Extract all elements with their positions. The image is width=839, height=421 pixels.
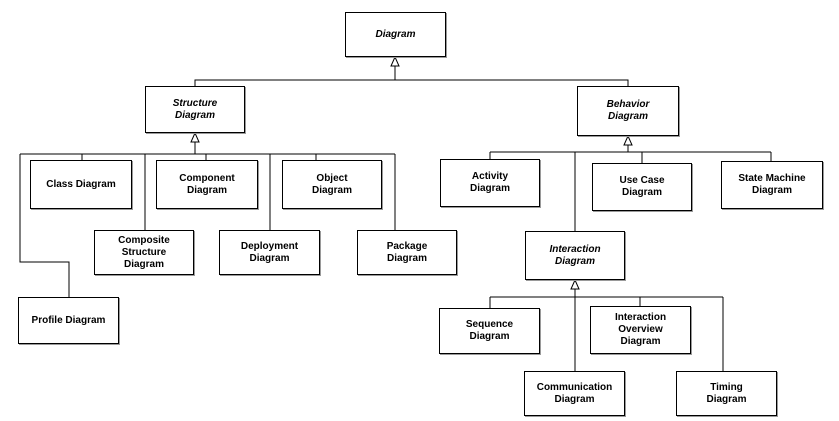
node-activity-diagram: Activity Diagram (440, 159, 540, 207)
node-interaction-diagram: Interaction Diagram (525, 231, 625, 280)
generalization-arrowhead (190, 131, 200, 143)
node-behavior-diagram: Behavior Diagram (577, 86, 679, 136)
node-use-case-diagram: Use Case Diagram (592, 163, 692, 211)
node-object-diagram: Object Diagram (282, 160, 382, 209)
node-class-diagram: Class Diagram (30, 160, 132, 209)
generalization-arrowhead (623, 134, 633, 146)
connector-structure (19, 142, 396, 297)
node-profile-diagram: Profile Diagram (18, 297, 119, 344)
connector-interaction (489, 289, 724, 371)
connector-root (194, 66, 629, 86)
node-state-machine-diagram: State Machine Diagram (721, 161, 823, 209)
node-sequence-diagram: Sequence Diagram (439, 308, 540, 354)
node-component-diagram: Component Diagram (156, 160, 258, 209)
connector-behavior (489, 145, 772, 231)
node-package-diagram: Package Diagram (357, 230, 457, 275)
node-diagram: Diagram (345, 12, 446, 57)
node-structure-diagram: Structure Diagram (145, 86, 245, 133)
node-communication-diagram: Communication Diagram (524, 371, 625, 416)
generalization-arrowhead (570, 278, 580, 290)
node-composite-structure-diagram: Composite Structure Diagram (94, 230, 194, 275)
node-deployment-diagram: Deployment Diagram (219, 230, 320, 275)
node-interaction-overview-diagram: Interaction Overview Diagram (590, 306, 691, 354)
generalization-arrowhead (390, 55, 400, 67)
node-timing-diagram: Timing Diagram (676, 371, 777, 416)
